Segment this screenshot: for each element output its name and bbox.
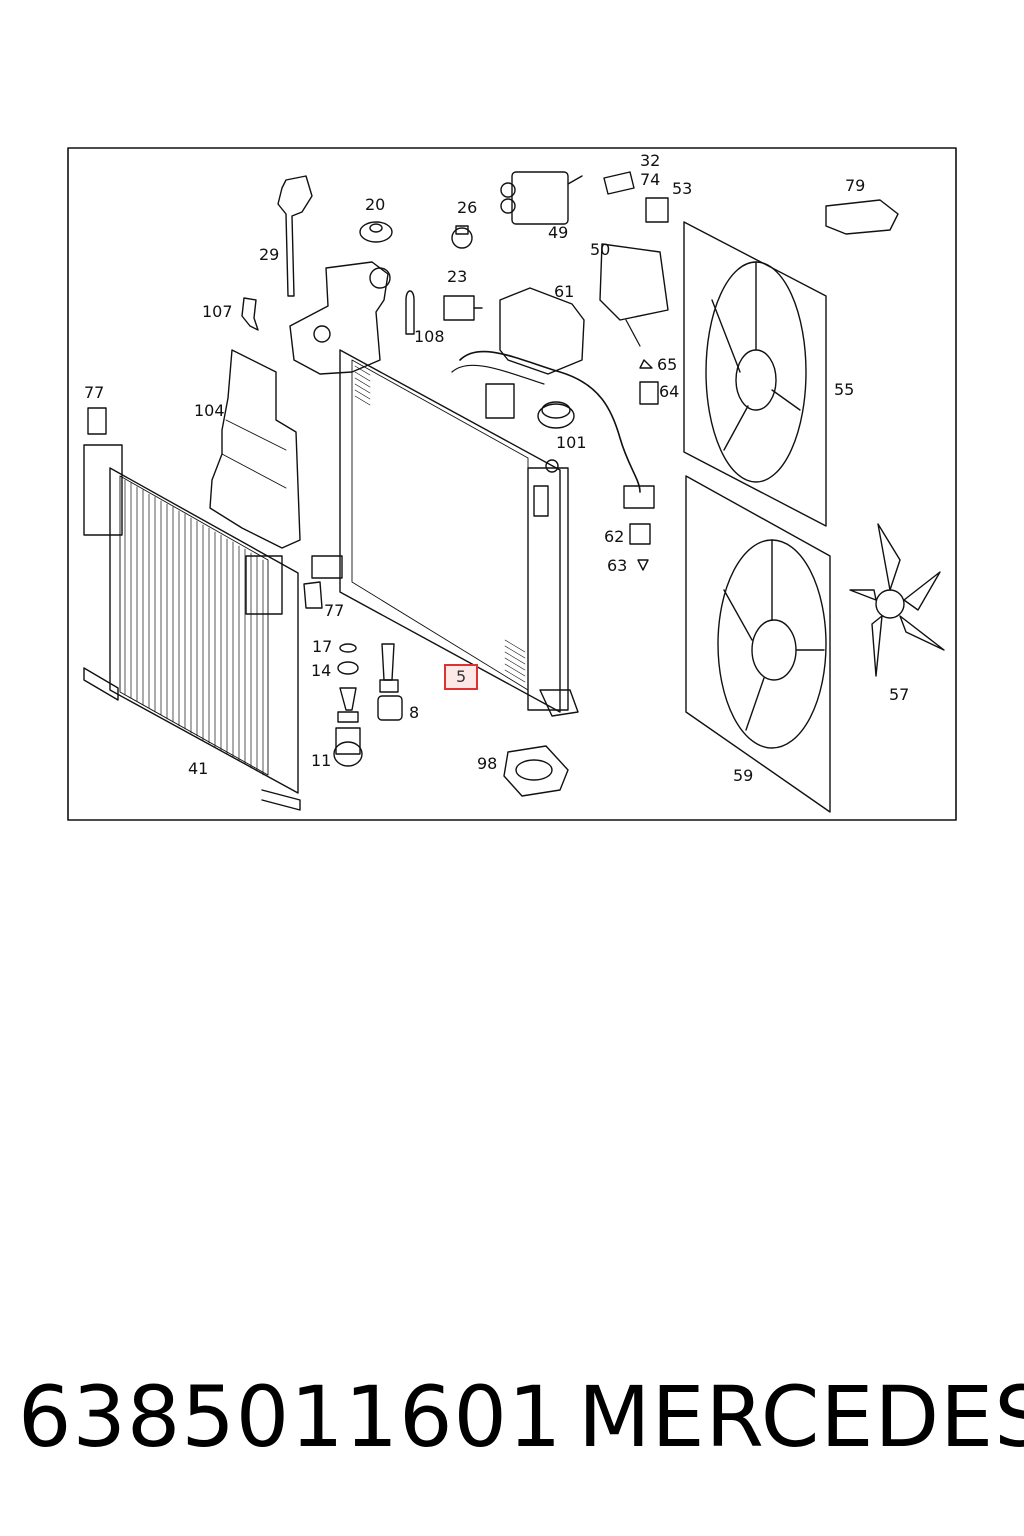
- radiator-5: [311, 349, 579, 717]
- callout-65[interactable]: 65: [657, 355, 678, 374]
- connector-62: [629, 523, 651, 545]
- parts-diagram-drawing: [67, 147, 957, 821]
- callout-53[interactable]: 53: [672, 179, 693, 198]
- callout-77-right[interactable]: 77: [324, 601, 345, 620]
- callout-63[interactable]: 63: [607, 556, 628, 575]
- part-number: 6385011601: [18, 1368, 563, 1466]
- callout-74[interactable]: 74: [640, 170, 661, 189]
- callout-50[interactable]: 50: [590, 240, 611, 259]
- callout-26[interactable]: 26: [457, 198, 478, 217]
- oring-17: [339, 643, 357, 653]
- bracket-107: [241, 297, 259, 331]
- rubber-mount-98: [503, 745, 569, 797]
- grommet-20: [359, 221, 393, 243]
- callout-59[interactable]: 59: [733, 766, 754, 785]
- connector-49: [500, 171, 583, 225]
- connector-64: [639, 381, 659, 405]
- air-guide-104: [209, 349, 301, 549]
- condenser-41: [83, 444, 301, 811]
- brand-name: MERCEDES: [578, 1368, 1024, 1466]
- callout-20[interactable]: 20: [365, 195, 386, 214]
- fan-shroud-55: [683, 221, 827, 527]
- callout-108[interactable]: 108: [414, 327, 445, 346]
- callout-8[interactable]: 8: [409, 703, 420, 722]
- connector-53: [645, 197, 669, 223]
- connector-32-74: [603, 171, 635, 195]
- relay-box-61: [499, 287, 585, 375]
- terminal-63: [637, 559, 649, 571]
- callout-101[interactable]: 101: [556, 433, 587, 452]
- terminal-65: [639, 359, 653, 369]
- callout-107[interactable]: 107: [202, 302, 233, 321]
- callout-104[interactable]: 104: [194, 401, 225, 420]
- callout-98[interactable]: 98: [477, 754, 498, 773]
- callout-57[interactable]: 57: [889, 685, 910, 704]
- callout-17[interactable]: 17: [312, 637, 333, 656]
- callout-29[interactable]: 29: [259, 245, 280, 264]
- clip-77-left: [87, 407, 107, 435]
- callout-77-left[interactable]: 77: [84, 383, 105, 402]
- callout-49[interactable]: 49: [548, 223, 569, 242]
- grommet-101: [537, 403, 575, 429]
- callout-32[interactable]: 32: [640, 151, 661, 170]
- callout-23[interactable]: 23: [447, 267, 468, 286]
- connector-50: [599, 243, 669, 347]
- sensor-26: [451, 225, 473, 249]
- clip-77-right: [303, 581, 323, 609]
- callout-41[interactable]: 41: [188, 759, 209, 778]
- callout-61[interactable]: 61: [554, 282, 575, 301]
- parts-diagram: 29 20 26 49 32 74 53 79 23 61 50 107 108…: [67, 147, 957, 821]
- drain-plug-8: [377, 643, 403, 721]
- fan-shroud-59: [685, 475, 831, 813]
- callout-11[interactable]: 11: [311, 751, 332, 770]
- callout-55[interactable]: 55: [834, 380, 855, 399]
- callout-14[interactable]: 14: [311, 661, 332, 680]
- washer-14: [337, 661, 359, 675]
- diagram-frame: [67, 147, 957, 821]
- callout-64[interactable]: 64: [659, 382, 680, 401]
- sensor-29: [277, 175, 313, 297]
- fan-57: [849, 523, 945, 677]
- callout-62[interactable]: 62: [604, 527, 625, 546]
- bracket-79: [825, 199, 899, 235]
- callout-79[interactable]: 79: [845, 176, 866, 195]
- callout-5-highlighted[interactable]: 5: [444, 664, 479, 690]
- wiring-harness: [459, 350, 641, 493]
- expansion-tank: [289, 261, 389, 375]
- drain-plug-11: [333, 687, 363, 767]
- switch-23: [443, 295, 483, 321]
- footer: 6385011601 MERCEDES: [18, 1362, 1024, 1472]
